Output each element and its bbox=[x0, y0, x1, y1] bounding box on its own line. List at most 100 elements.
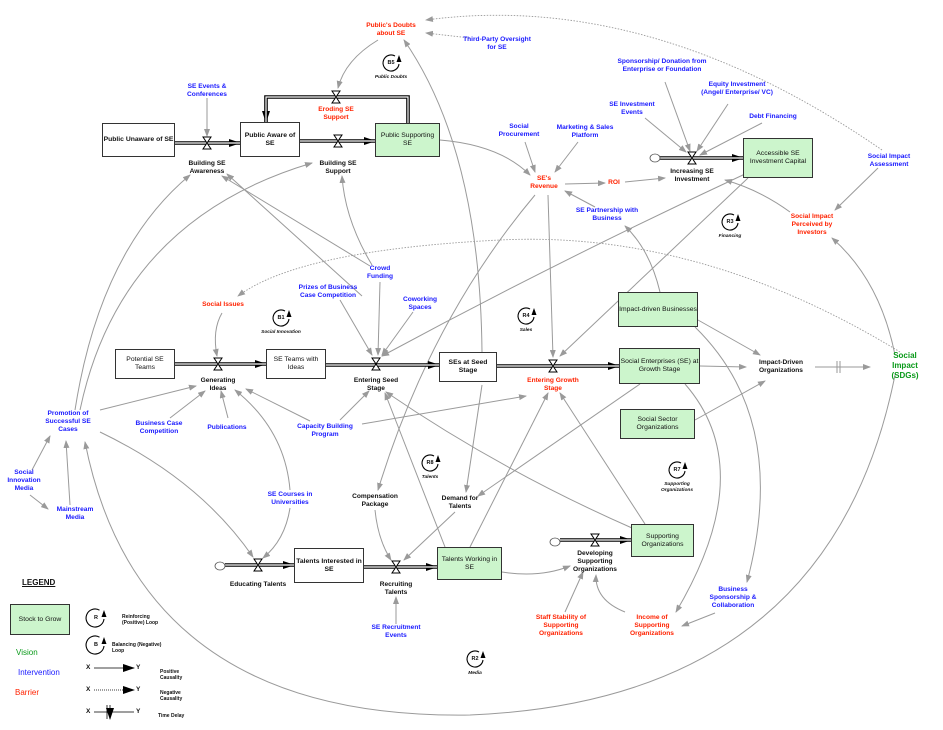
causal-link bbox=[384, 392, 446, 548]
causal-link bbox=[694, 380, 766, 421]
loop-icon bbox=[421, 454, 441, 472]
loop-name: Media bbox=[468, 671, 482, 676]
loop-name: Sales bbox=[519, 328, 533, 333]
loop-icon bbox=[85, 608, 107, 628]
causal-link bbox=[381, 173, 746, 357]
valve-icon bbox=[202, 136, 212, 150]
legend-vision: Vision bbox=[16, 648, 38, 657]
legend-stock-to-grow: Stock to Grow bbox=[10, 604, 70, 635]
causal-link bbox=[29, 494, 49, 510]
variable-se-events-conferences: SE Events & Conferences bbox=[187, 83, 227, 98]
stock-potential-se-teams: Potential SE Teams bbox=[115, 349, 175, 379]
legend-barrier: Barrier bbox=[15, 688, 40, 697]
flow-building-se-awareness: Building SE Awareness bbox=[188, 160, 226, 175]
causal-link bbox=[226, 173, 363, 297]
variable-compensation-package: Compensation Package bbox=[352, 493, 398, 508]
legend-time-delay: Time Delay bbox=[158, 713, 185, 719]
causal-link bbox=[339, 175, 373, 266]
negative-causal-link bbox=[237, 238, 901, 353]
causal-link bbox=[336, 39, 379, 89]
variable-crowd-funding: Crowd Funding bbox=[367, 265, 393, 280]
causal-link bbox=[697, 319, 761, 356]
causal-link bbox=[564, 571, 584, 613]
legend-x: X bbox=[86, 664, 91, 671]
causal-link bbox=[83, 374, 896, 716]
causal-link bbox=[245, 388, 311, 422]
causal-link bbox=[699, 363, 747, 370]
flow-increasing-se-investment: Increasing SE Investment bbox=[670, 168, 714, 183]
stock-se-teams-with-ideas: SE Teams with Ideas bbox=[266, 349, 326, 379]
delay-mark bbox=[836, 361, 841, 373]
negative-causal-link bbox=[425, 14, 883, 151]
flow-eroding-se-support: Eroding SE Support bbox=[318, 106, 354, 121]
loop-name: Social Innovation bbox=[261, 330, 301, 335]
stock-public-supporting-se: Public Supporting SE bbox=[375, 123, 440, 157]
causal-link bbox=[234, 389, 291, 491]
causal-link bbox=[79, 162, 313, 411]
loop-icon bbox=[466, 650, 486, 668]
stock-social-enterprises-se-at-growth-stage: Social Enterprises (SE) at Growth Stage bbox=[619, 348, 700, 384]
causal-link bbox=[219, 390, 229, 419]
causal-link bbox=[385, 391, 633, 529]
causal-link bbox=[696, 103, 729, 152]
stock-accessible-se-investment-capital: Accessible SE Investment Capital bbox=[743, 138, 813, 178]
loop-id: R8 bbox=[426, 460, 434, 466]
causal-link bbox=[99, 431, 254, 558]
causal-link bbox=[681, 612, 716, 627]
causal-link bbox=[469, 392, 549, 548]
legend-reinforcing-loop: Reinforcing (Positive) Loop bbox=[122, 614, 159, 626]
causal-link bbox=[262, 507, 291, 559]
causal-link bbox=[699, 122, 763, 156]
causal-link bbox=[221, 175, 371, 267]
variable-se-courses-in-universities: SE Courses in Universities bbox=[267, 491, 313, 506]
legend-balancing-symbol: B bbox=[94, 642, 98, 648]
valve-icon bbox=[253, 558, 263, 572]
loop-icon bbox=[382, 54, 402, 72]
legend-negative-causality: Negative Causality bbox=[160, 690, 183, 702]
causal-link bbox=[644, 117, 687, 153]
variable-sponsorship-donation-from-enterprise-or-foundation: Sponsorship/ Donation from Enterprise or… bbox=[617, 58, 707, 73]
causal-link bbox=[524, 141, 536, 173]
loop-icon bbox=[721, 213, 741, 231]
negative-causal-link bbox=[425, 30, 471, 39]
causal-link bbox=[547, 194, 556, 358]
flow-entering-growth-stage: Entering Growth Stage bbox=[527, 377, 579, 392]
stock-social-sector-organizations: Social Sector Organizations bbox=[620, 409, 695, 439]
causal-link bbox=[624, 175, 666, 183]
stock-public-unaware-of-se: Public Unaware of SE bbox=[102, 123, 175, 157]
variable-se-partnership-with-business: SE Partnership with Business bbox=[575, 207, 639, 222]
flow-developing-supporting-organizations: Developing Supporting Organizations bbox=[573, 550, 617, 573]
loop-id: B1 bbox=[277, 315, 285, 321]
stock-impact-driven-businesses: Impact-driven Businesses bbox=[618, 292, 698, 327]
legend-y: Y bbox=[136, 708, 141, 715]
causal-link bbox=[361, 394, 527, 425]
variable-marketing-sales-platform: Marketing & Sales Platform bbox=[556, 124, 614, 139]
variable-social-impact-assessment: Social Impact Assessment bbox=[867, 153, 911, 168]
causal-link bbox=[31, 435, 51, 471]
variable-social-innovation-media: Social Innovation Media bbox=[7, 469, 41, 492]
causal-link bbox=[374, 509, 392, 561]
variable-roi: ROI bbox=[608, 179, 620, 186]
loop-icon bbox=[85, 635, 107, 655]
variable-social-issues: Social Issues bbox=[202, 301, 244, 308]
flow-entering-seed-stage: Entering Seed Stage bbox=[353, 377, 399, 392]
loop-icon bbox=[272, 309, 292, 327]
loop-name: Financing bbox=[718, 234, 742, 239]
causal-link bbox=[564, 190, 596, 208]
causal-link bbox=[375, 281, 382, 356]
variable-promotion-of-successful-se-cases: Promotion of Successful SE Cases bbox=[45, 410, 91, 433]
loop-name: Talents bbox=[421, 475, 439, 480]
legend-delay-arrow bbox=[94, 705, 134, 719]
variable-business-case-competition: Business Case Competition bbox=[135, 420, 183, 435]
variable-coworking-spaces: Coworking Spaces bbox=[402, 296, 438, 311]
causal-link bbox=[694, 326, 761, 583]
variable-third-party-oversight-for-se: Third-Party Oversight for SE bbox=[463, 36, 531, 51]
valve-icon bbox=[333, 134, 343, 148]
flow-recruiting-talents: Recruiting Talents bbox=[379, 581, 413, 596]
valve-icon bbox=[213, 357, 223, 371]
causal-link bbox=[212, 312, 223, 357]
variable-public-s-doubts-about-se: Public's Doubts about SE bbox=[366, 22, 416, 37]
causal-link bbox=[381, 311, 414, 356]
causal-link bbox=[377, 194, 536, 491]
